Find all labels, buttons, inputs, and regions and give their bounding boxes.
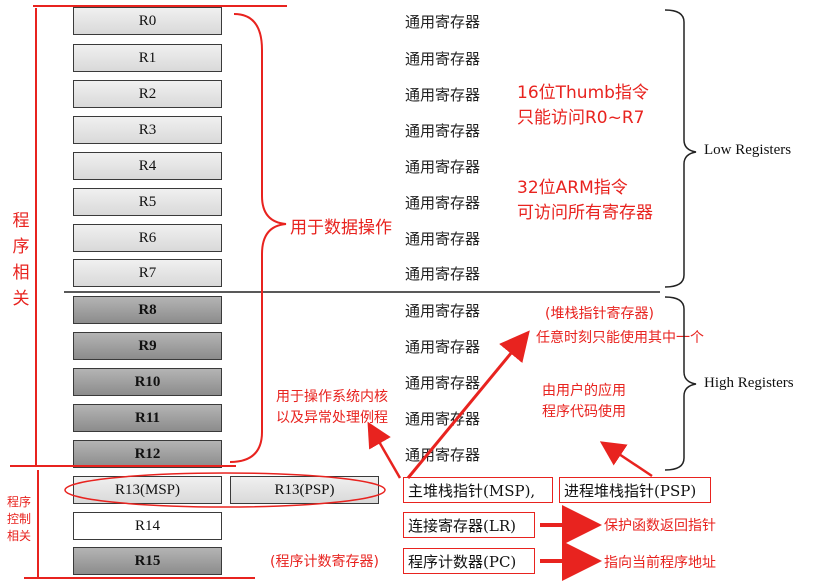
register-description: 通用寄存器: [405, 13, 481, 31]
register-r9: R9: [73, 332, 222, 360]
register-description: 通用寄存器: [405, 86, 481, 104]
register-description: 通用寄存器: [405, 338, 481, 356]
user-note-line2: 程序代码使用: [542, 404, 626, 420]
register-r2: R2: [73, 80, 222, 108]
thumb-note-line1: 16位Thumb指令: [517, 83, 649, 103]
psp-description: 进程堆栈指针(PSP): [559, 477, 711, 503]
side-program-char: 序: [12, 237, 30, 257]
register-description: 通用寄存器: [405, 374, 481, 392]
register-r14: R14: [73, 512, 222, 540]
pc-description: 程序计数器(PC): [403, 548, 535, 574]
register-description: 通用寄存器: [405, 230, 481, 248]
data-ops-note: 用于数据操作: [290, 218, 392, 238]
arm-note-line1: 32位ARM指令: [517, 178, 628, 198]
lr-description: 连接寄存器(LR): [403, 512, 535, 538]
arm-note-line2: 可访问所有寄存器: [517, 203, 653, 223]
stack-note-line2: 任意时刻只能使用其中一个: [536, 330, 704, 346]
register-r0: R0: [73, 7, 222, 35]
register-r6: R6: [73, 224, 222, 252]
arrow-msp-to-stack-note: [406, 330, 530, 479]
register-r7: R7: [73, 259, 222, 287]
register-r13-msp: R13(MSP): [73, 476, 222, 504]
register-r5: R5: [73, 188, 222, 216]
register-description: 通用寄存器: [405, 302, 481, 320]
register-r3: R3: [73, 116, 222, 144]
register-description: 通用寄存器: [405, 158, 481, 176]
stack-note-line1: (堆栈指针寄存器): [545, 306, 654, 322]
side-program-char: 相: [12, 263, 30, 283]
high-registers-label: High Registers: [704, 375, 794, 391]
r13-ellipse: [64, 472, 386, 508]
os-note-line2: 以及异常处理例程: [276, 410, 388, 426]
msp-description: 主堆栈指针(MSP),: [403, 477, 553, 503]
register-r10: R10: [73, 368, 222, 396]
side-control-line: 程序: [6, 495, 31, 509]
side-label-control: 程序控制相关: [3, 494, 35, 545]
data-ops-brace: [229, 13, 287, 463]
user-note-line1: 由用户的应用: [542, 383, 626, 399]
register-r1: R1: [73, 44, 222, 72]
low-registers-label: Low Registers: [704, 142, 792, 158]
register-r8: R8: [73, 296, 222, 324]
side-program-char: 关: [12, 289, 30, 309]
register-description: 通用寄存器: [405, 122, 481, 140]
pc-note: 指向当前程序地址: [604, 555, 716, 571]
arrow-os-to-msp: [367, 421, 402, 479]
lr-note: 保护函数返回指针: [604, 518, 716, 534]
thumb-note-line2: 只能访问R0~R7: [517, 108, 645, 128]
side-control-line: 控制: [6, 512, 31, 526]
register-description: 通用寄存器: [405, 265, 481, 283]
register-r12: R12: [73, 440, 222, 468]
arrow-psp-to-user: [599, 441, 653, 478]
register-r15: R15: [73, 547, 222, 575]
register-description: 通用寄存器: [405, 194, 481, 212]
pc-prefix-note: (程序计数寄存器): [270, 554, 379, 570]
side-program-char: 程: [12, 211, 30, 231]
side-control-line: 相关: [6, 529, 31, 543]
side-label-program: 程序相关: [10, 208, 32, 312]
register-r4: R4: [73, 152, 222, 180]
register-r11: R11: [73, 404, 222, 432]
low-registers-brace: [664, 9, 697, 288]
register-description: 通用寄存器: [405, 50, 481, 68]
high-registers-brace: [664, 296, 697, 471]
os-note-line1: 用于操作系统内核: [276, 389, 388, 405]
